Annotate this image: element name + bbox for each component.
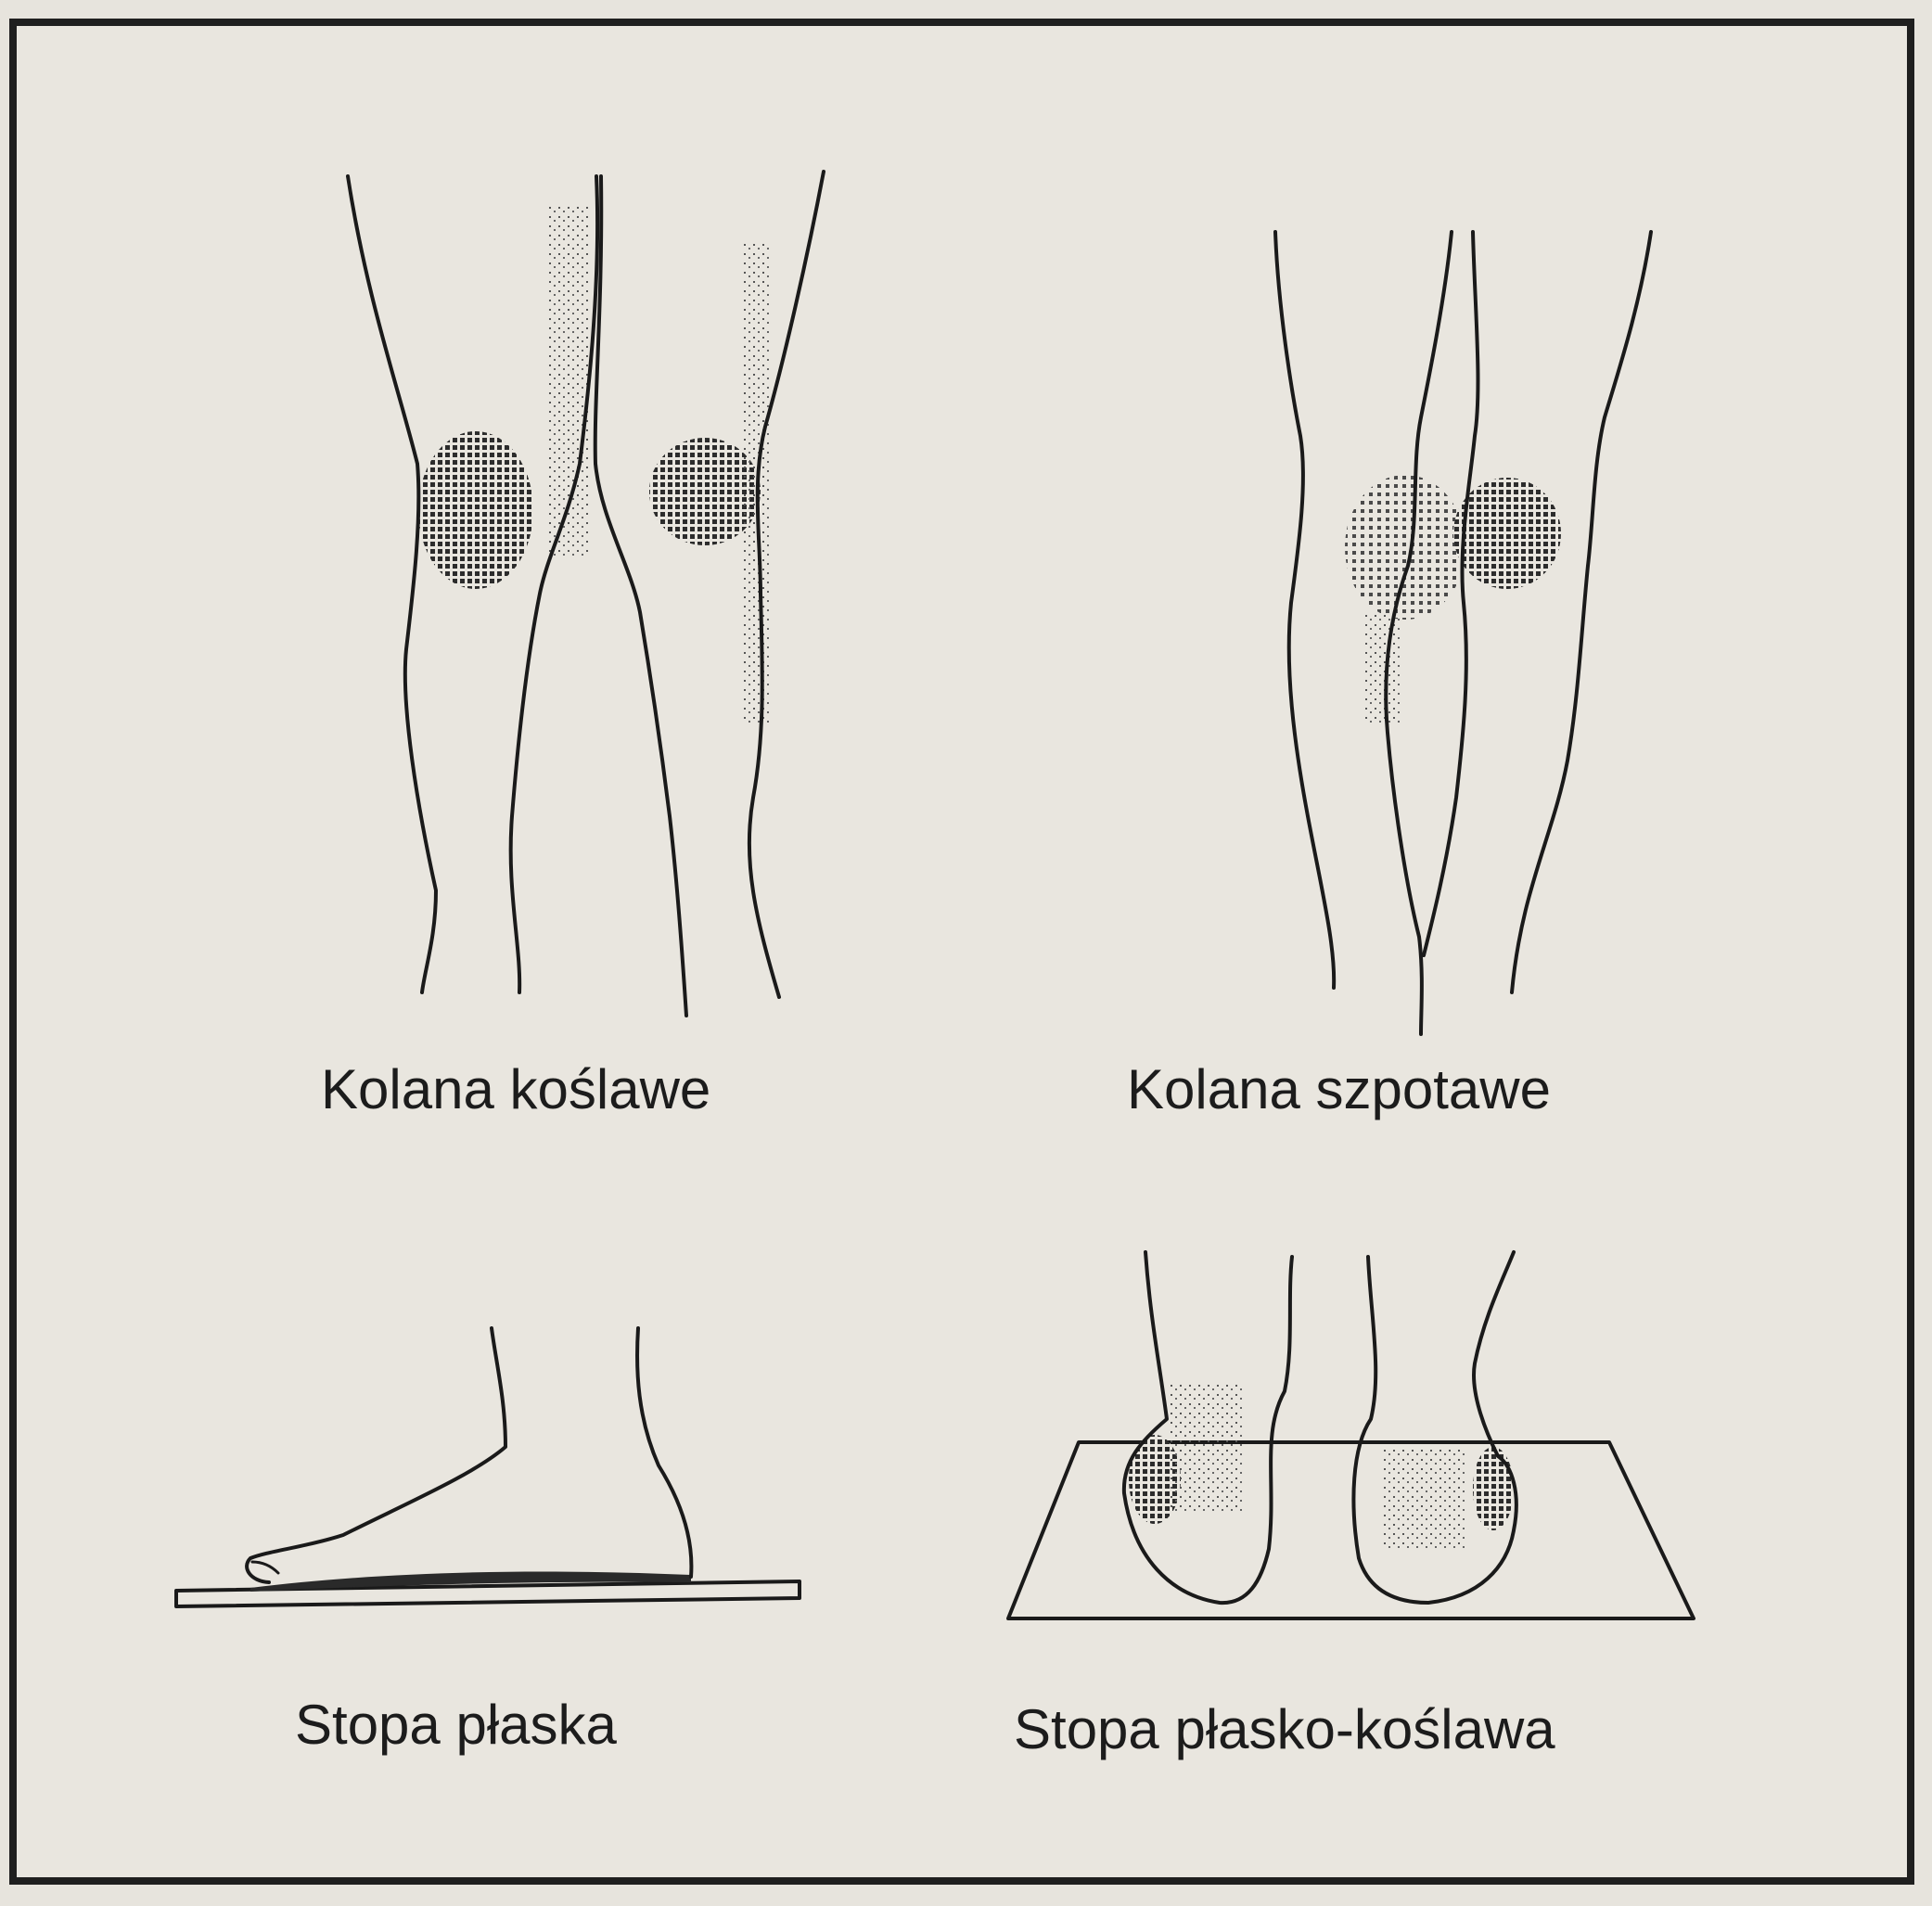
right-heel-shading	[1473, 1447, 1514, 1530]
left-ankle-speckle	[1169, 1382, 1243, 1512]
sole-shading	[250, 1571, 691, 1592]
caption-flat-valgus-foot: Stopa płasko-koślawa	[1014, 1698, 1555, 1760]
caption-bow-legs: Kolana szpotawe	[1127, 1058, 1551, 1120]
shin-speckle	[1363, 612, 1401, 723]
flat-foot-drawing	[176, 1328, 800, 1606]
knock-knees-drawing	[348, 172, 824, 1016]
caption-knock-knees: Kolana koślawe	[321, 1058, 710, 1120]
caption-flat-foot: Stopa płaska	[295, 1694, 618, 1756]
bow-legs-drawing	[1275, 232, 1651, 1034]
left-knee-shading	[418, 431, 533, 589]
left-knee-shading	[1345, 475, 1465, 620]
right-ankle-speckle	[1382, 1447, 1465, 1549]
flat-valgus-foot-drawing	[1008, 1252, 1694, 1618]
floor-plate	[176, 1581, 800, 1606]
floor-mat	[1008, 1442, 1694, 1618]
outer-leg-speckle	[742, 241, 770, 723]
